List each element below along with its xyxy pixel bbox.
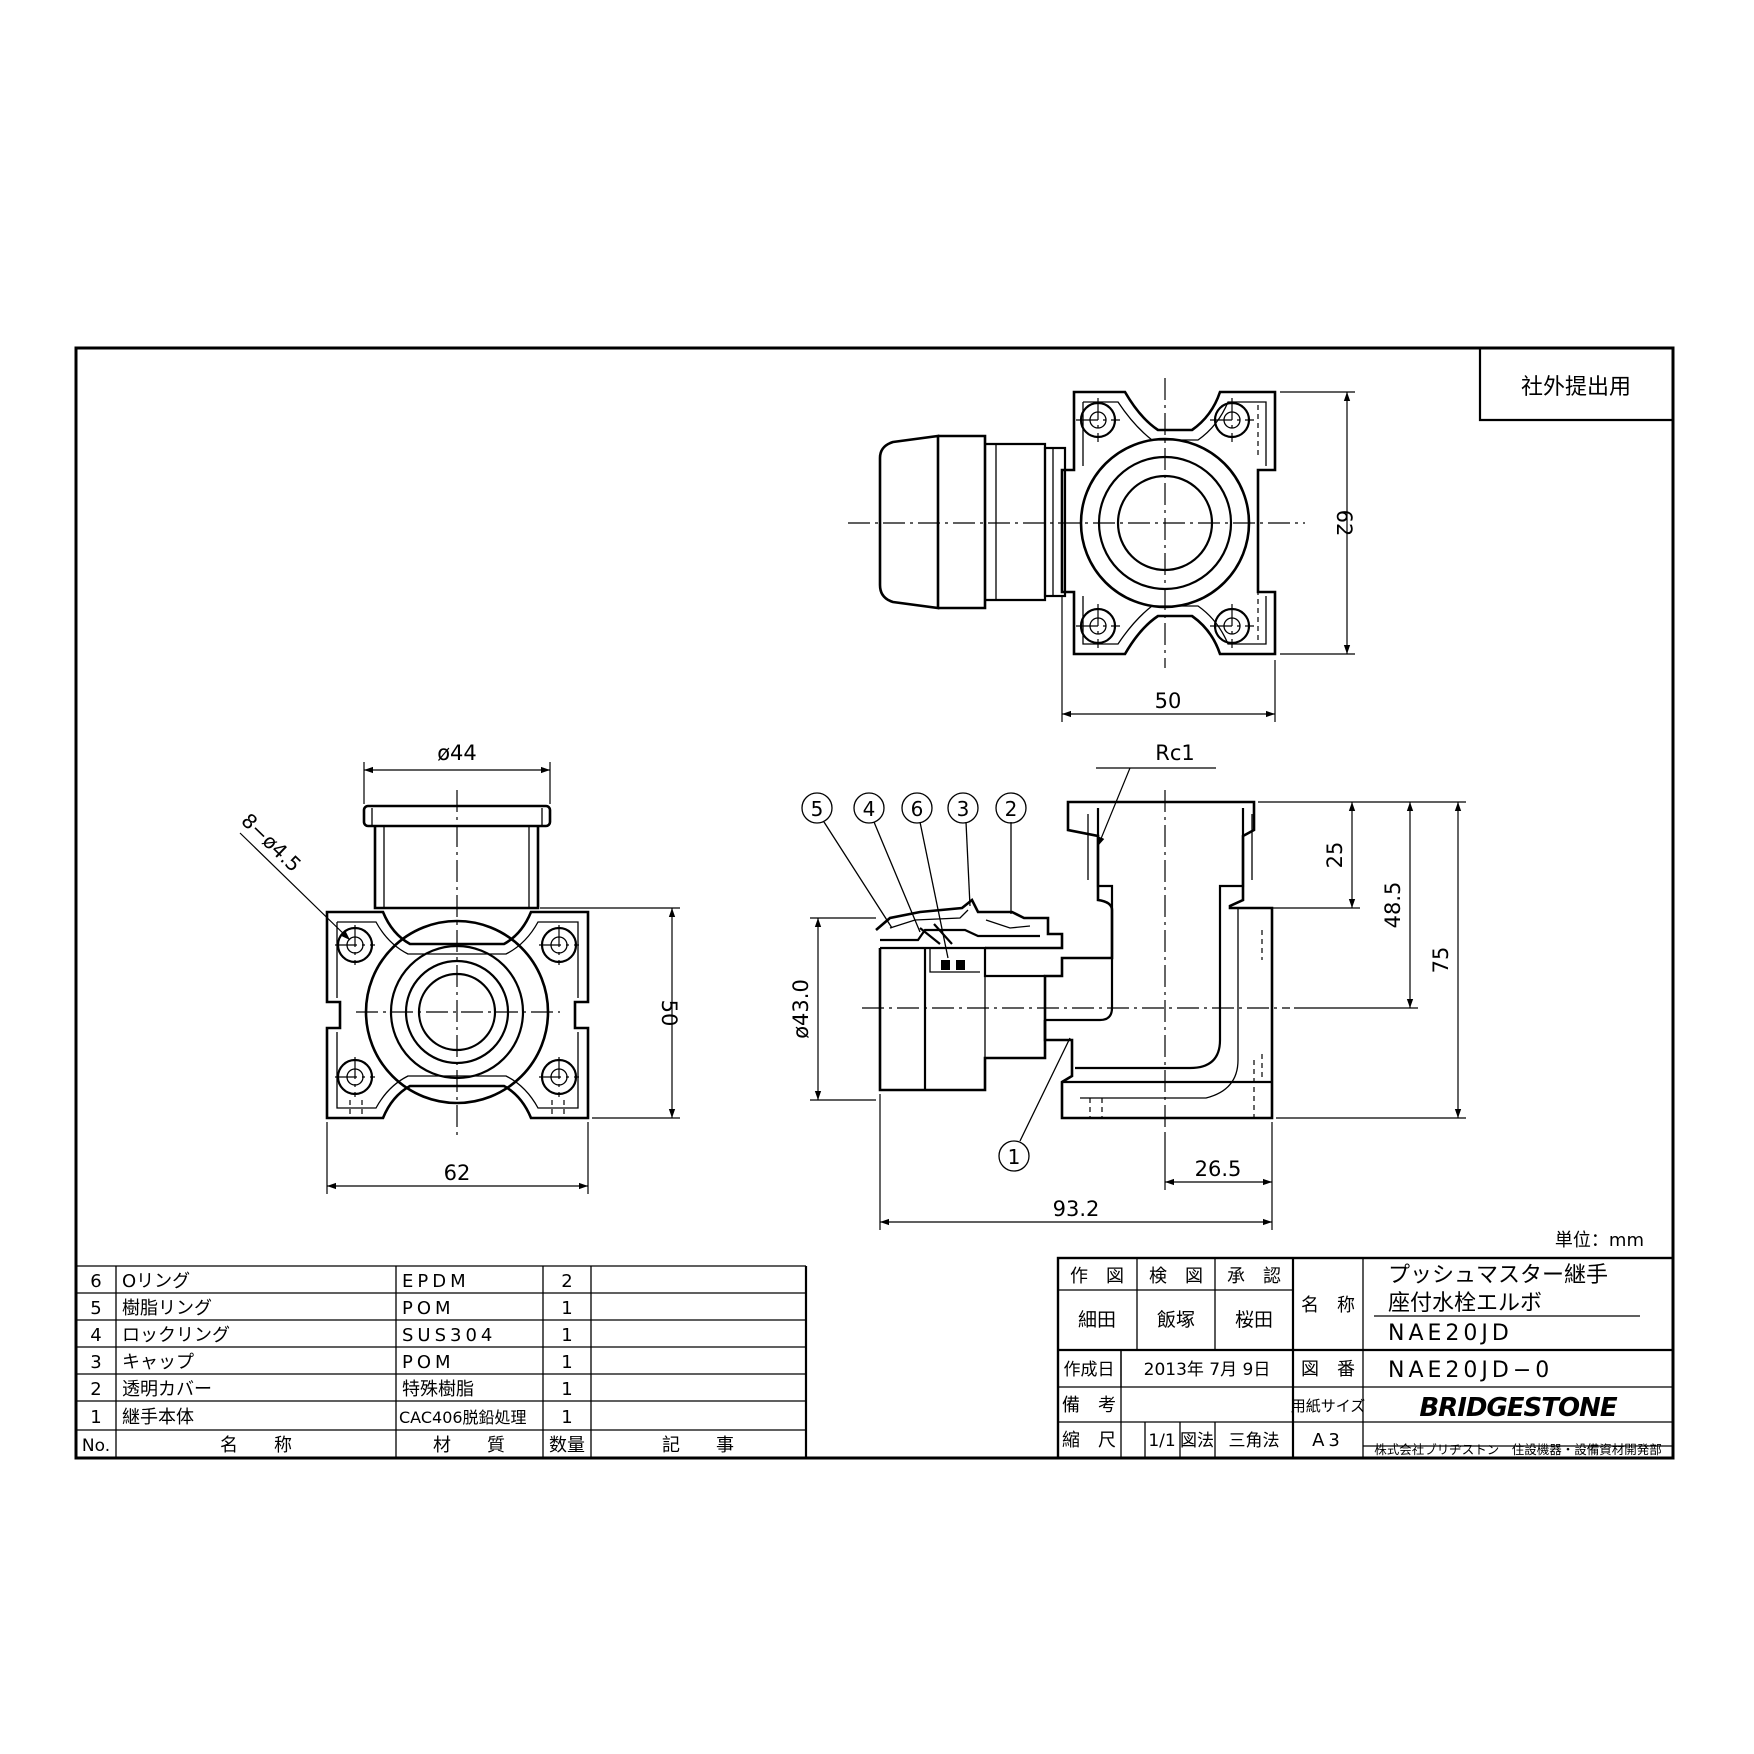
approved-by: 桜田: [1235, 1309, 1273, 1331]
unit-note: 単位：mm: [1555, 1230, 1644, 1251]
paper-size-label: 用紙サイズ: [1291, 1397, 1366, 1415]
part-material: POM: [402, 1298, 455, 1319]
part-qty: 2: [561, 1271, 572, 1292]
parts-row: 3 キャップ POM 1: [90, 1352, 572, 1373]
balloon-2: 2: [995, 792, 1027, 914]
parts-row: 6 Oリング EPDM 2: [90, 1271, 572, 1292]
dim-top-width: 50: [1155, 689, 1182, 713]
part-no: 5: [90, 1298, 101, 1319]
stamp-box: 社外提出用: [1478, 348, 1673, 422]
part-name: 樹脂リング: [122, 1298, 212, 1319]
dim-left-width: 62: [444, 1161, 471, 1185]
scale-label: 縮 尺: [1062, 1430, 1116, 1451]
part-material: 特殊樹脂: [402, 1379, 474, 1400]
approved-label: 承 認: [1227, 1266, 1281, 1287]
dim-pipe-diameter: ø43.0: [789, 979, 813, 1039]
part-no: 4: [90, 1325, 101, 1346]
part-name: Oリング: [122, 1271, 190, 1292]
dim-height-48-5: 48.5: [1381, 882, 1405, 929]
parts-row: 2 透明カバー 特殊樹脂 1: [90, 1379, 572, 1400]
balloon-1: 1: [998, 1037, 1071, 1172]
parts-row: 5 樹脂リング POM 1: [90, 1298, 572, 1319]
svg-text:1: 1: [1008, 1145, 1021, 1169]
checked-label: 検 図: [1149, 1266, 1203, 1287]
name-label: 名 称: [1301, 1295, 1355, 1316]
dim-total-length: 93.2: [1053, 1197, 1100, 1221]
part-no: 3: [90, 1352, 101, 1373]
checked-by: 飯塚: [1157, 1309, 1195, 1331]
dim-depth-25: 25: [1323, 842, 1347, 869]
projection-value: 三角法: [1229, 1431, 1280, 1451]
part-no: 6: [90, 1271, 101, 1292]
scale-value: 1/1: [1148, 1431, 1175, 1451]
part-name: キャップ: [122, 1352, 194, 1373]
part-material: CAC406脱鉛処理: [399, 1408, 527, 1427]
balloon-3: 3: [947, 792, 979, 907]
title-block: 作 図 検 図 承 認 細田 飯塚 桜田 名 称 プッシュマスター継手 座付水栓…: [1056, 1256, 1675, 1460]
model-number: NAE20JD: [1388, 1321, 1513, 1346]
left-view: ø44 8−ø4.5 50 62: [237, 741, 681, 1194]
part-qty: 1: [561, 1298, 572, 1319]
part-material: POM: [402, 1352, 455, 1373]
svg-text:数量: 数量: [549, 1435, 585, 1456]
part-no: 2: [90, 1379, 101, 1400]
title-line-2: 座付水栓エルボ: [1388, 1291, 1542, 1316]
drawn-label: 作 図: [1070, 1266, 1124, 1287]
part-qty: 1: [561, 1325, 572, 1346]
created-label: 作成日: [1064, 1360, 1115, 1380]
svg-text:6: 6: [911, 797, 924, 821]
svg-text:2: 2: [1005, 797, 1018, 821]
part-name: ロックリング: [122, 1325, 230, 1346]
dim-thread: Rc1: [1155, 741, 1195, 765]
paper-size-value: A3: [1312, 1430, 1344, 1451]
company-name: 株式会社ブリヂストン 住設機器・設備資材開発部: [1374, 1442, 1662, 1457]
section-view: Rc1 5 4 6 3 2 1: [789, 741, 1466, 1230]
svg-text:名 称: 名 称: [220, 1435, 292, 1456]
balloon-6: 6: [901, 792, 949, 959]
part-name: 継手本体: [122, 1407, 194, 1428]
dim-left-diameter: ø44: [437, 741, 477, 765]
dim-hole-callout: 8−ø4.5: [237, 808, 307, 876]
part-material: EPDM: [402, 1271, 470, 1292]
brand-logo: BRIDGESTONE: [1419, 1393, 1618, 1423]
part-name: 透明カバー: [122, 1379, 212, 1400]
part-no: 1: [90, 1407, 101, 1428]
drawing-number: NAE20JD−0: [1388, 1358, 1553, 1383]
svg-text:5: 5: [811, 797, 824, 821]
svg-text:4: 4: [863, 797, 876, 821]
drawn-by: 細田: [1078, 1309, 1116, 1331]
drawing-frame: [74, 346, 1675, 1460]
balloon-5: 5: [801, 792, 893, 929]
drawing-no-label: 図 番: [1301, 1359, 1355, 1380]
stamp-label: 社外提出用: [1521, 375, 1631, 400]
title-line-1: プッシュマスター継手: [1388, 1263, 1608, 1288]
part-qty: 1: [561, 1379, 572, 1400]
dim-left-height: 50: [657, 1000, 681, 1027]
svg-text:記 事: 記 事: [662, 1435, 734, 1456]
parts-row: 1 継手本体 CAC406脱鉛処理 1: [90, 1407, 572, 1428]
dim-offset-26-5: 26.5: [1195, 1157, 1242, 1181]
dim-height-75: 75: [1429, 947, 1453, 974]
svg-text:No.: No.: [82, 1436, 110, 1456]
svg-text:材 質: 材 質: [433, 1435, 505, 1456]
parts-list-table: 6 Oリング EPDM 2 5 樹脂リング POM 1 4 ロックリング SUS…: [76, 1265, 808, 1458]
parts-row: 4 ロックリング SUS304 1: [90, 1325, 572, 1346]
created-date: 2013年 7月 9日: [1144, 1360, 1271, 1380]
balloon-4: 4: [853, 792, 921, 933]
top-view: 62 50: [848, 378, 1356, 722]
dim-top-height: 62: [1332, 510, 1356, 537]
svg-text:3: 3: [957, 797, 970, 821]
projection-label: 図法: [1180, 1431, 1214, 1451]
part-qty: 1: [561, 1352, 572, 1373]
parts-header-row: No. 名 称 材 質 数量 記 事: [82, 1435, 734, 1456]
part-material: SUS304: [402, 1325, 496, 1346]
part-qty: 1: [561, 1407, 572, 1428]
notes-label: 備 考: [1062, 1395, 1116, 1416]
